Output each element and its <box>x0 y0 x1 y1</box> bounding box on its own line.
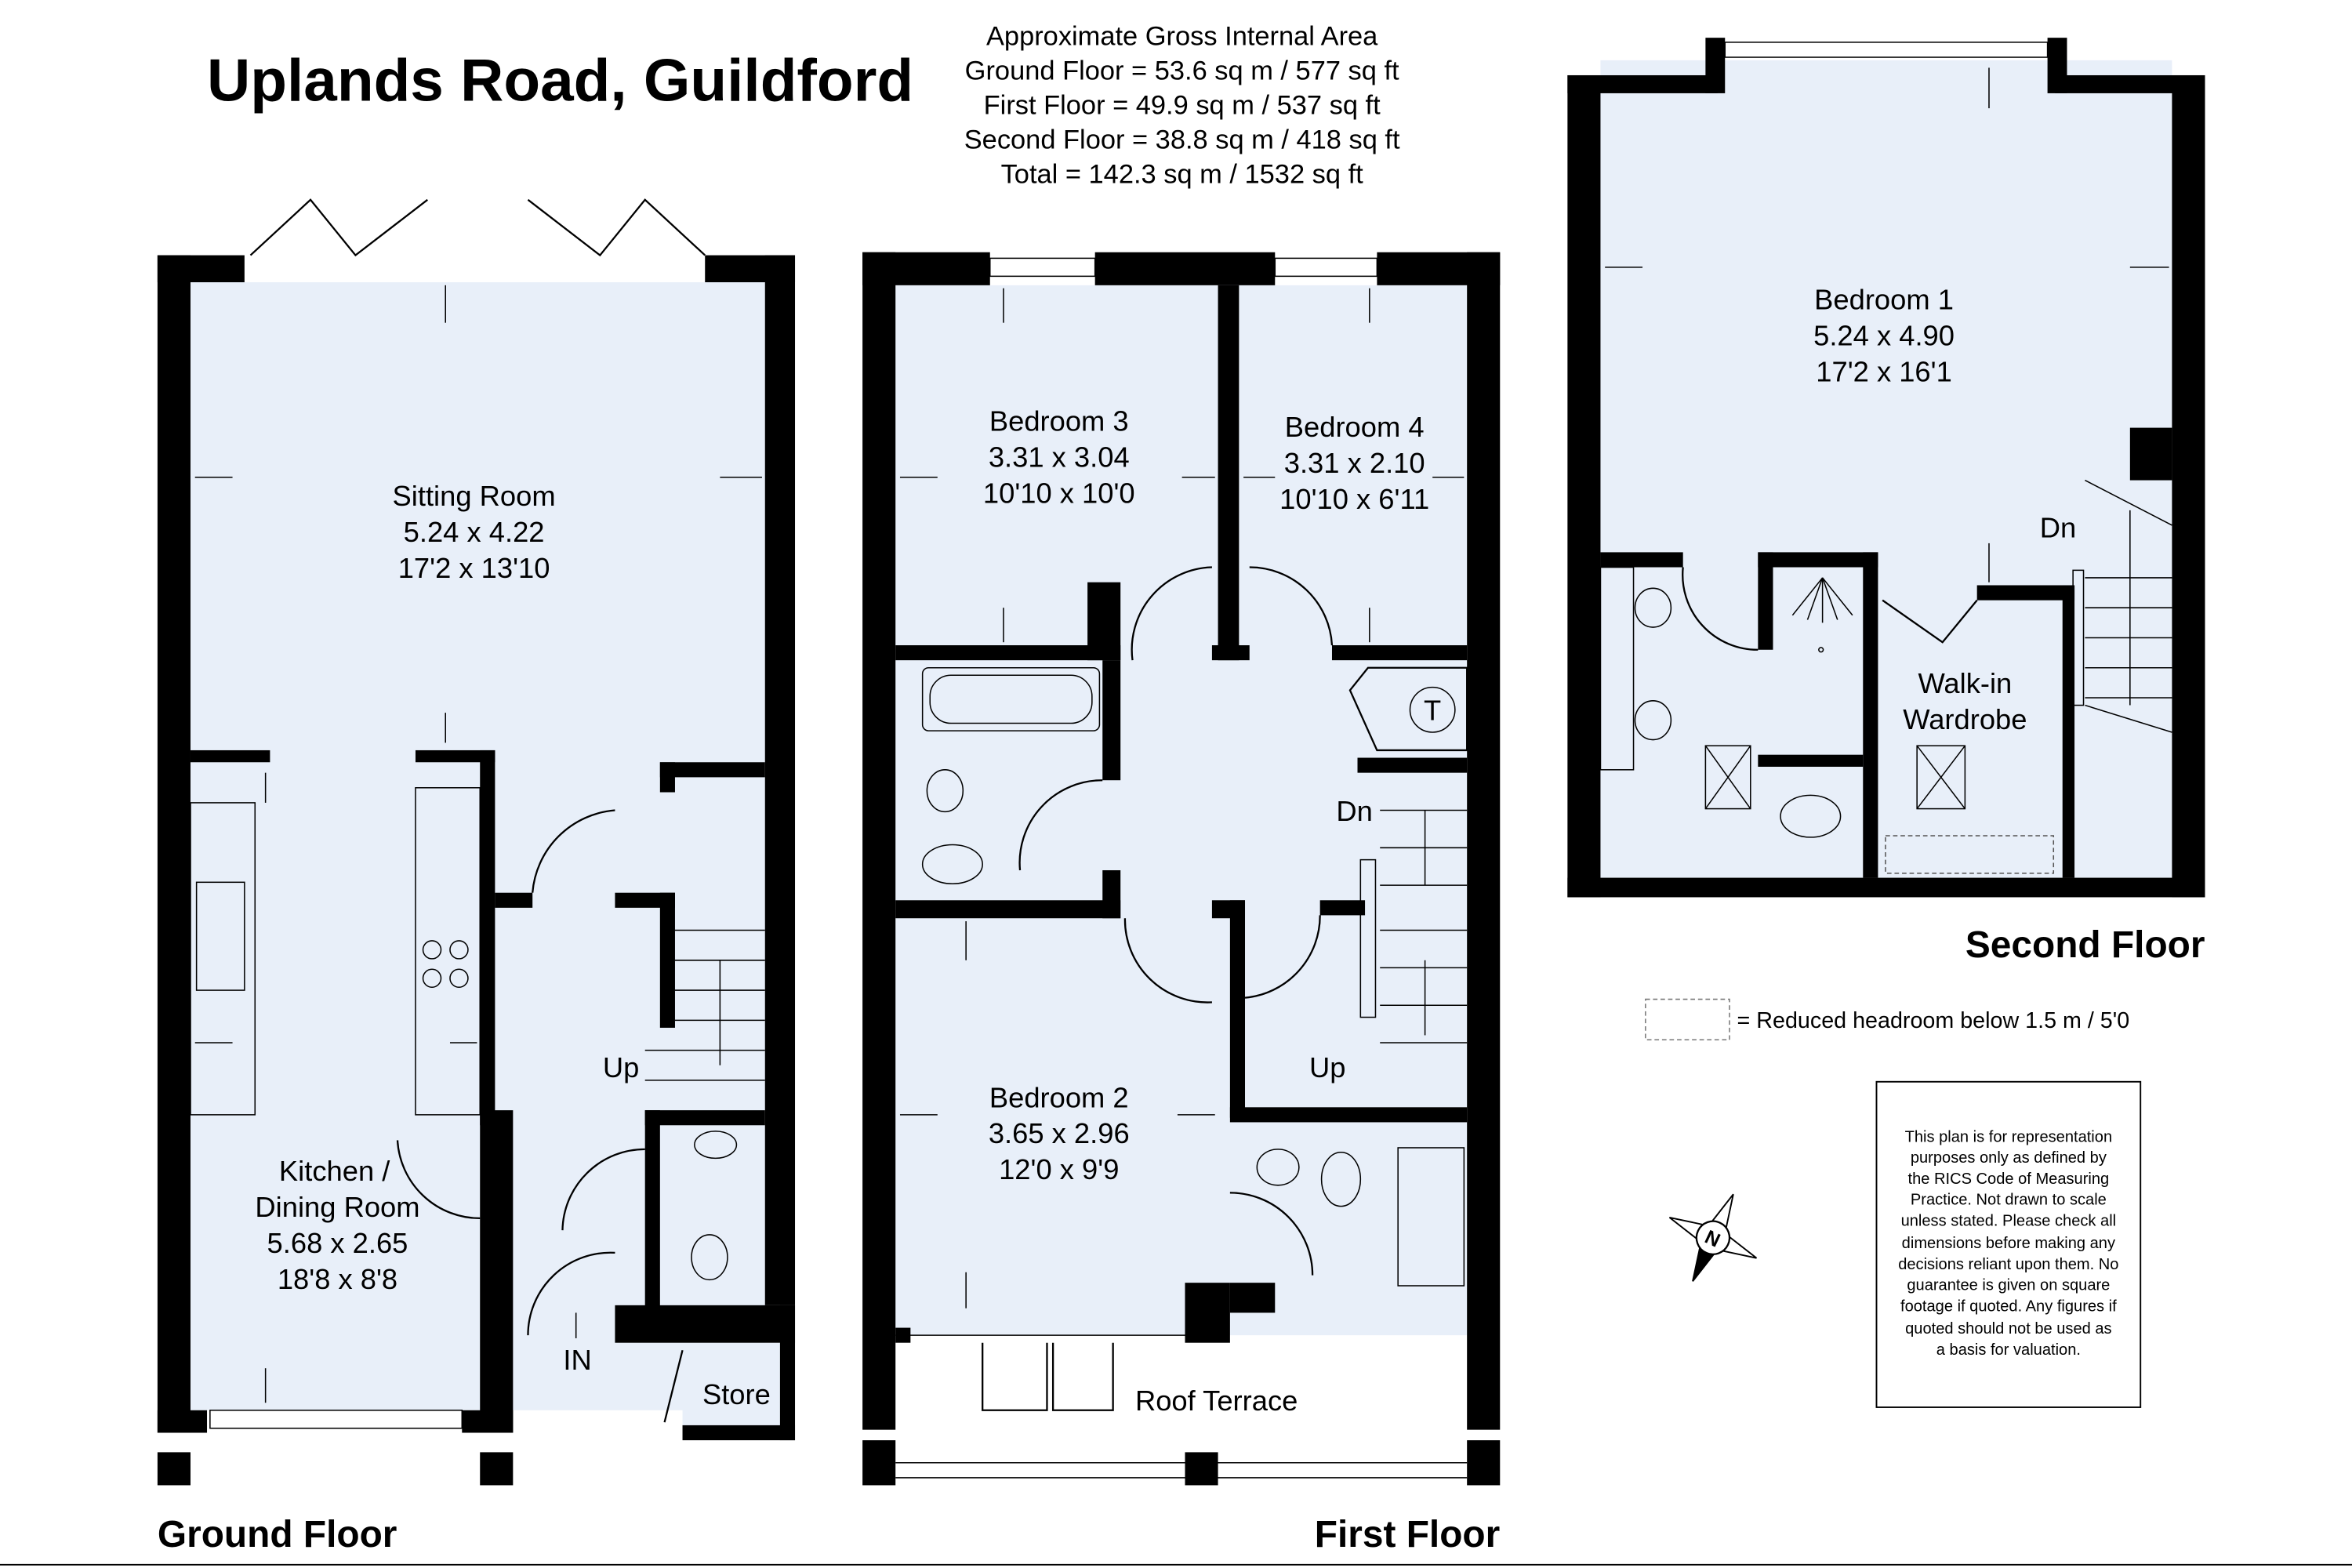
room-name: Kitchen / <box>279 1155 390 1187</box>
floor-label-first: First Floor <box>1315 1514 1500 1555</box>
legend-text: = Reduced headroom below 1.5 m / 5'0 <box>1737 1008 2130 1033</box>
area-line: Total = 142.3 sq m / 1532 sq ft <box>1001 160 1364 190</box>
stairs-down-label: Dn <box>2040 511 2076 543</box>
room-metric: 3.65 x 2.96 <box>989 1117 1130 1149</box>
wardrobe-label: Wardrobe <box>1903 703 2027 735</box>
legend: = Reduced headroom below 1.5 m / 5'0 <box>1645 998 2130 1040</box>
room-name: Bedroom 2 <box>989 1081 1129 1113</box>
room-imperial: 10'10 x 6'11 <box>1279 483 1429 515</box>
stairs-down-label: Dn <box>1336 795 1372 827</box>
disclaimer-line: This plan is for representation <box>1905 1128 2113 1145</box>
disclaimer-line: guarantee is given on square <box>1907 1277 2110 1294</box>
stairs-up-label: Up <box>603 1051 639 1083</box>
disclaimer-line: quoted should not be used as <box>1905 1320 2111 1338</box>
wardrobe-label: Walk-in <box>1918 667 2012 699</box>
tank-label: T <box>1424 695 1441 727</box>
disclaimer-line: unless stated. Please check all <box>1901 1212 2117 1229</box>
area-heading: Approximate Gross Internal Area <box>986 22 1378 52</box>
room-imperial: 18'8 x 8'8 <box>278 1263 397 1295</box>
room-name: Bedroom 1 <box>1814 283 1954 315</box>
room-name: Bedroom 4 <box>1285 411 1425 443</box>
disclaimer-line: footage if quoted. Any figures if <box>1900 1298 2117 1316</box>
disclaimer-box: This plan is for representation purposes… <box>1875 1080 2142 1408</box>
room-metric: 5.68 x 2.65 <box>267 1227 408 1259</box>
disclaimer-line: decisions reliant upon them. No <box>1898 1256 2118 1273</box>
room-imperial: 17'2 x 13'10 <box>398 552 550 584</box>
first-floor-plan: T Bedroom 3 3.31 x 3.04 10'10 x 10'0 Bed… <box>862 252 1501 1555</box>
room-name: Bedroom 3 <box>989 405 1129 437</box>
room-imperial: 10'10 x 10'0 <box>983 477 1135 509</box>
roof-terrace-label: Roof Terrace <box>1135 1385 1298 1417</box>
room-name: Sitting Room <box>393 480 556 512</box>
disclaimer-line: dimensions before making any <box>1902 1235 2115 1252</box>
room-metric: 5.24 x 4.22 <box>404 516 545 548</box>
reduced-headroom-swatch <box>1645 998 1730 1040</box>
stairs-up-label: Up <box>1309 1051 1345 1083</box>
compass-north-icon: N <box>1668 1193 1758 1282</box>
second-floor-plan: Bedroom 1 5.24 x 4.90 17'2 x 16'1 Walk-i… <box>1567 38 2205 966</box>
ground-floor-plan: Sitting Room 5.24 x 4.22 17'2 x 13'10 Ki… <box>157 198 796 1555</box>
room-metric: 5.24 x 4.90 <box>1813 319 1955 351</box>
room-metric: 3.31 x 2.10 <box>1284 447 1425 479</box>
floor-label-ground: Ground Floor <box>158 1514 397 1555</box>
room-imperial: 17'2 x 16'1 <box>1816 355 1952 387</box>
entrance-label: IN <box>563 1344 591 1376</box>
area-line: Second Floor = 38.8 sq m / 418 sq ft <box>964 125 1400 155</box>
disclaimer-line: Practice. Not drawn to scale <box>1911 1192 2107 1209</box>
floor-label-second: Second Floor <box>1965 924 2205 966</box>
room-metric: 3.31 x 3.04 <box>989 441 1130 473</box>
disclaimer-line: the RICS Code of Measuring <box>1908 1171 2110 1188</box>
store-label: Store <box>702 1378 771 1410</box>
area-summary: Approximate Gross Internal Area Ground F… <box>964 22 1400 190</box>
room-imperial: 12'0 x 9'9 <box>999 1153 1119 1185</box>
disclaimer-line: a basis for valuation. <box>1936 1341 2081 1359</box>
plan-title: Uplands Road, Guildford <box>207 48 913 114</box>
disclaimer-line: purposes only as defined by <box>1911 1149 2107 1167</box>
room-name: Dining Room <box>255 1191 419 1223</box>
area-line: Ground Floor = 53.6 sq m / 577 sq ft <box>965 56 1399 86</box>
area-line: First Floor = 49.9 sq m / 537 sq ft <box>984 91 1381 121</box>
